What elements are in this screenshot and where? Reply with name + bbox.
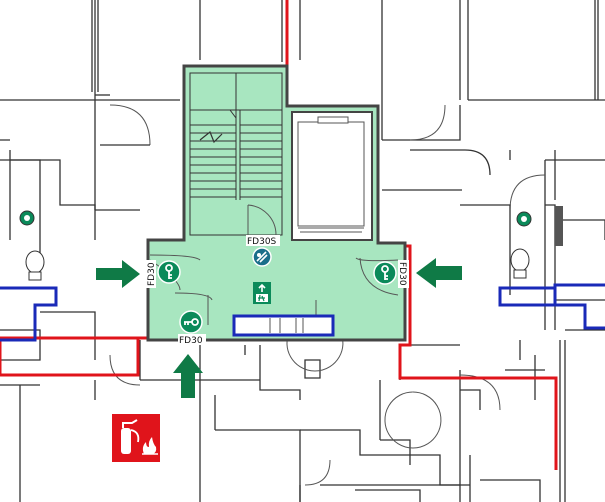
fire-wall-left: [0, 240, 150, 377]
entry-arrow-bottom: [173, 354, 203, 398]
key-icon: [373, 261, 397, 285]
staircase: [189, 72, 283, 236]
blue-outline-left: [0, 286, 58, 342]
door-labels: FD30S FD30 FD30 FD30: [145, 235, 409, 346]
bench-outline: [232, 314, 335, 337]
door-label-left: FD30: [147, 262, 157, 286]
door-label-right: FD30: [397, 262, 407, 286]
fire-extinguisher-icon: [112, 414, 160, 462]
protected-zone: [146, 64, 407, 342]
key-icon: [157, 260, 181, 284]
entry-arrow-right: [416, 258, 462, 288]
toilet-right: [510, 206, 563, 279]
fire-alarm-icon: [252, 247, 272, 267]
lift-shaft: [291, 111, 373, 241]
door-label-top: FD30S: [247, 237, 277, 247]
blue-outline-right: [498, 283, 605, 330]
blue-outlines: [0, 283, 605, 342]
key-icon: [179, 310, 203, 334]
emergency-exit-icon: [253, 282, 271, 304]
entry-arrow-left: [96, 260, 140, 288]
door-label-bottom: FD30: [179, 336, 203, 346]
toilet-left: [19, 210, 45, 281]
